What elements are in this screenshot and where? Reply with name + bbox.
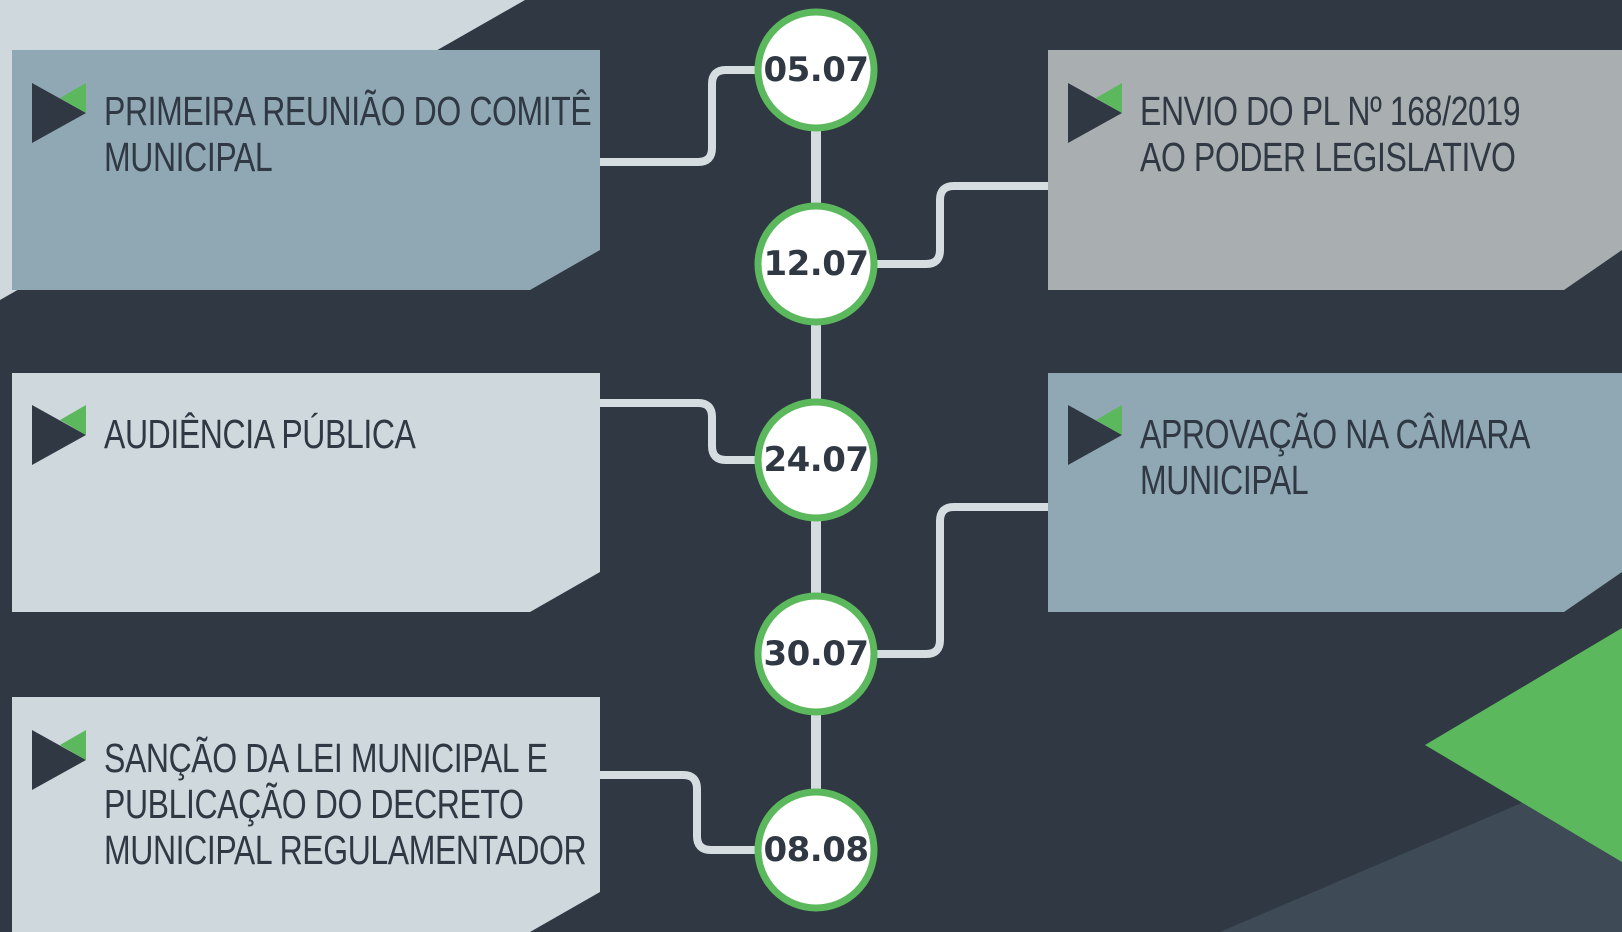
event-card-2 (1048, 50, 1622, 290)
event-title-line: MUNICIPAL (1140, 457, 1309, 503)
bottom-right-decor (1220, 760, 1622, 932)
flag-icon (1068, 83, 1122, 143)
connector-4 (870, 503, 1048, 658)
date-label-3: 24.07 (763, 440, 869, 480)
event-title-3: AUDIÊNCIA PÚBLICA (104, 411, 416, 457)
event-title-line: PUBLICAÇÃO DO DECRETO (104, 781, 524, 827)
date-label-2: 12.07 (763, 244, 869, 284)
flag-icon (32, 730, 86, 790)
connector-1 (600, 66, 760, 166)
event-card-5 (12, 697, 600, 932)
event-card-4 (1048, 373, 1622, 612)
date-circle-2 (754, 202, 878, 326)
date-label-5: 08.08 (763, 830, 869, 870)
flag-icon (32, 405, 86, 465)
date-circle-3 (754, 398, 878, 522)
event-title-1: PRIMEIRA REUNIÃO DO COMITÊ MUNICIPAL (104, 88, 592, 180)
date-label-1: 05.07 (763, 50, 869, 90)
flag-icon (1068, 405, 1122, 465)
event-title-4: APROVAÇÃO NA CÂMARA MUNICIPAL (1140, 411, 1530, 503)
event-title-line: PRIMEIRA REUNIÃO DO COMITÊ (104, 88, 592, 134)
event-title-line: AO PODER LEGISLATIVO (1140, 134, 1516, 180)
event-title-line: MUNICIPAL (104, 134, 273, 180)
flag-icon (32, 83, 86, 143)
date-circle-1 (754, 8, 878, 132)
event-title-line: ENVIO DO PL Nº 168/2019 (1140, 88, 1521, 134)
event-title-5: SANÇÃO DA LEI MUNICIPAL E PUBLICAÇÃO DO … (104, 735, 587, 873)
event-title-line: SANÇÃO DA LEI MUNICIPAL E (104, 735, 548, 781)
event-card-3 (12, 373, 600, 612)
event-title-line: MUNICIPAL REGULAMENTADOR (104, 827, 587, 873)
connector-2 (870, 182, 1048, 268)
event-title-line: AUDIÊNCIA PÚBLICA (104, 411, 416, 457)
green-triangle-decor (1425, 628, 1622, 862)
date-circle-4 (754, 592, 878, 716)
event-title-line: APROVAÇÃO NA CÂMARA (1140, 411, 1531, 457)
connector-5 (600, 771, 760, 854)
event-title-2: ENVIO DO PL Nº 168/2019 AO PODER LEGISLA… (1140, 88, 1521, 180)
event-card-1 (12, 50, 600, 290)
date-circle-5 (754, 788, 878, 912)
date-label-4: 30.07 (763, 634, 869, 674)
connector-3 (600, 399, 760, 464)
